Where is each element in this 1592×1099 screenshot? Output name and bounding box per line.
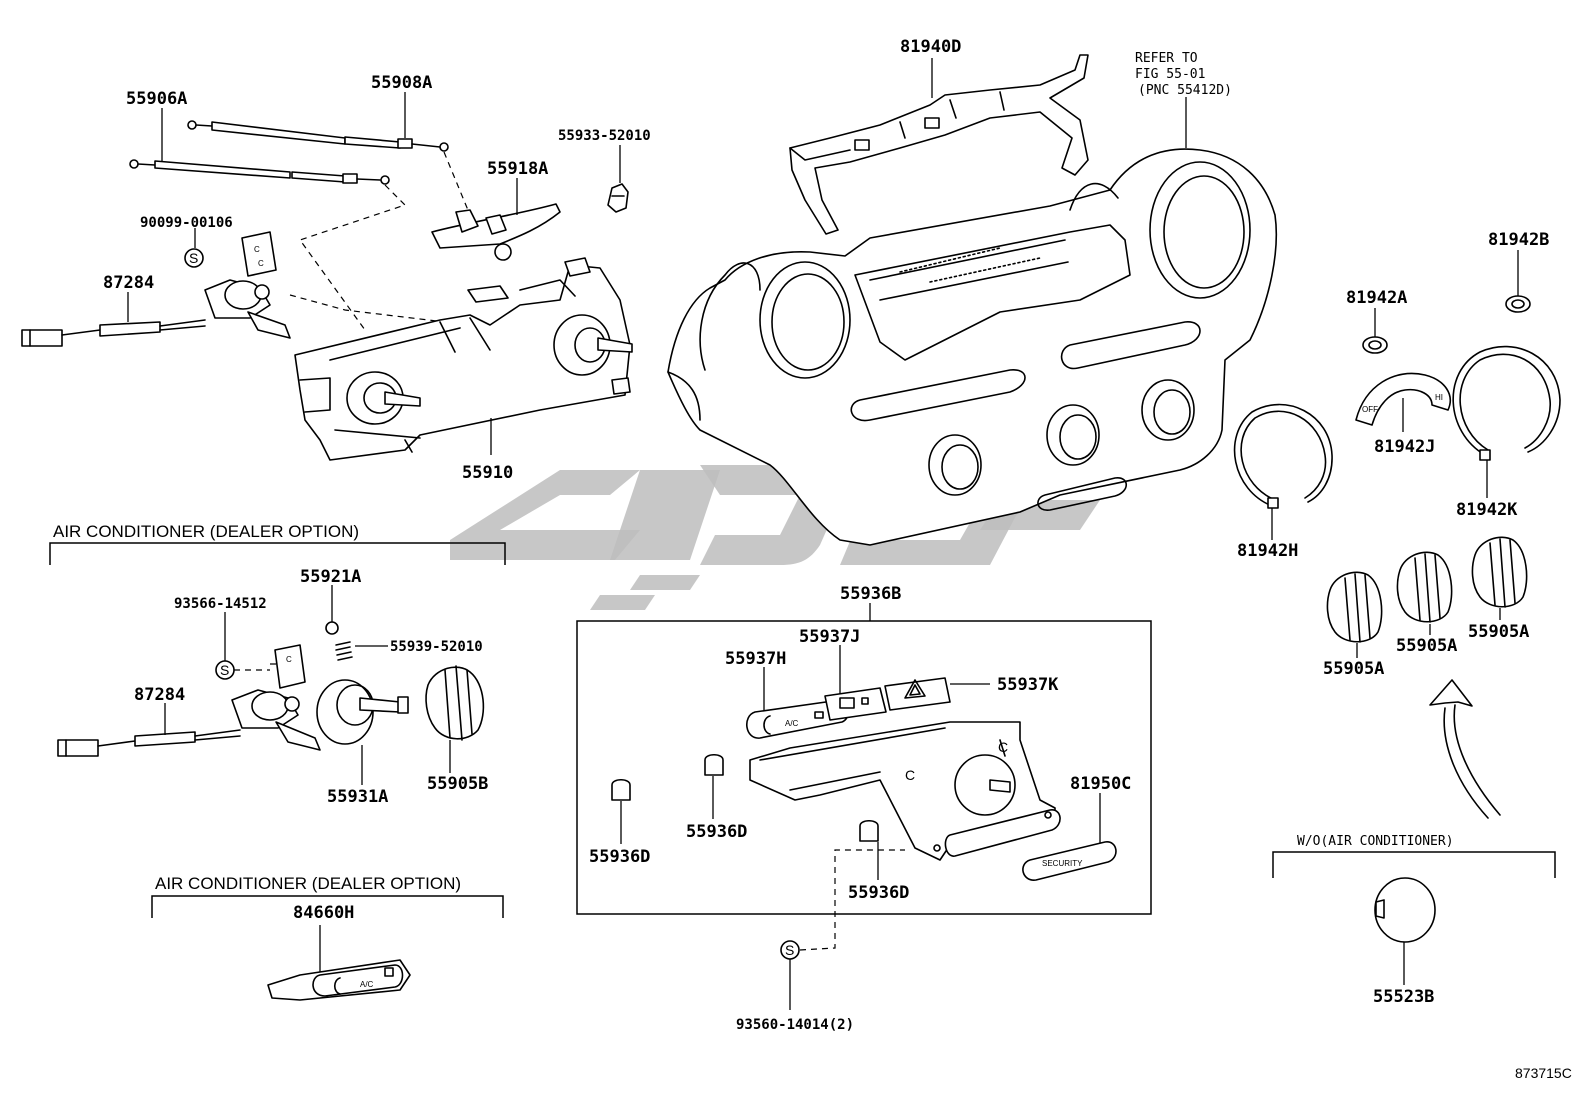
label-81942A: 81942A xyxy=(1346,288,1407,308)
label-55905A-2: 55905A xyxy=(1396,636,1457,656)
label-55905B: 55905B xyxy=(427,774,488,794)
section-bracket-ac2 xyxy=(151,895,504,918)
lever-55918A xyxy=(431,203,561,261)
section-title-wo: W/O(AIR CONDITIONER) xyxy=(1297,834,1454,849)
ball-55921A xyxy=(325,621,339,635)
label-55936D-3: 55936D xyxy=(848,883,909,903)
assembly-box-55936B xyxy=(576,620,1152,915)
knob-55905A-2 xyxy=(1396,551,1453,623)
label-55905A-1: 55905A xyxy=(1323,659,1384,679)
label-81940D: 81940D xyxy=(900,37,961,57)
screw-s-mark: S xyxy=(220,662,229,678)
label-55939-52010: 55939-52010 xyxy=(390,639,483,655)
bracket-c-mark: C xyxy=(254,245,260,254)
switch-55937J xyxy=(824,687,887,721)
bracket-c-mark: C xyxy=(905,767,915,783)
figure-number: 873715C xyxy=(1515,1065,1572,1081)
knob-55905B xyxy=(425,665,485,741)
label-55933-52010: 55933-52010 xyxy=(558,128,651,144)
security-marking: SECURITY xyxy=(1042,859,1083,868)
label-93560-14014: 93560-14014(2) xyxy=(736,1017,854,1033)
label-55910: 55910 xyxy=(462,463,513,483)
refer-text-line3: (PNC 55412D) xyxy=(1138,83,1232,98)
refer-text-line1: REFER TO xyxy=(1135,51,1198,66)
label-81942B: 81942B xyxy=(1488,230,1549,250)
screw-93560: S xyxy=(780,940,800,960)
label-81950C: 81950C xyxy=(1070,774,1131,794)
label-55937J: 55937J xyxy=(799,627,860,647)
nut-81942B xyxy=(1505,295,1531,313)
label-81942K: 81942K xyxy=(1456,500,1518,520)
ring-81942K xyxy=(1452,345,1561,461)
label-55937K: 55937K xyxy=(997,675,1059,695)
knob-55905A-3 xyxy=(1471,536,1528,608)
section-title-ac1: AIR CONDITIONER (DEALER OPTION) xyxy=(53,522,359,541)
cable-55908A xyxy=(187,120,449,152)
label-84660H: 84660H xyxy=(293,903,354,923)
label-81942H: 81942H xyxy=(1237,541,1298,561)
label-55908A: 55908A xyxy=(371,73,432,93)
bracket-81940D xyxy=(789,54,1089,235)
label-90099-00106: 90099-00106 xyxy=(140,215,233,231)
clip-55933 xyxy=(607,183,629,213)
bulb-55936D-1 xyxy=(611,778,631,801)
refer-text-line2: FIG 55-01 xyxy=(1135,67,1205,82)
nut-81942A xyxy=(1362,336,1388,354)
ac-button-marking: A/C xyxy=(785,719,799,728)
bracket-c-mark: C xyxy=(286,655,292,664)
section-title-ac2: AIR CONDITIONER (DEALER OPTION) xyxy=(155,874,461,893)
label-93566-14512: 93566-14512 xyxy=(174,596,267,612)
sensor-87284-bottom: S C xyxy=(57,644,321,757)
spring-55939 xyxy=(335,641,353,661)
bracket-90099: S C C xyxy=(184,231,277,277)
center-bezel xyxy=(667,148,1278,546)
label-55921A: 55921A xyxy=(300,567,361,587)
cap-55523B xyxy=(1374,877,1436,943)
sensor-87284-top xyxy=(21,279,291,347)
label-55931A: 55931A xyxy=(327,787,388,807)
bulb-55936D-2 xyxy=(704,753,724,776)
arrow-icon xyxy=(1429,679,1501,819)
label-87284-bottom: 87284 xyxy=(134,685,185,705)
ring-81942H xyxy=(1233,403,1333,509)
section-bracket-ac1 xyxy=(49,542,506,565)
bulb-55936D-3 xyxy=(859,819,879,842)
ac-switch-84660H: A/C xyxy=(267,959,411,1001)
bracket-c-mark: C xyxy=(998,739,1008,755)
switch-bracket-55936B: C C xyxy=(749,721,1061,861)
potentiometer-55931A xyxy=(316,679,409,745)
screw-s-mark: S xyxy=(785,942,794,958)
label-55936B: 55936B xyxy=(840,584,901,604)
label-87284-top: 87284 xyxy=(103,273,154,293)
label-55936D-1: 55936D xyxy=(589,847,650,867)
security-label-81950C: SECURITY xyxy=(1022,841,1117,881)
hi-marking: HI xyxy=(1435,393,1443,402)
bracket-c-mark: C xyxy=(258,259,264,268)
switch-55937K xyxy=(884,677,951,711)
label-55918A: 55918A xyxy=(487,159,548,179)
label-55523B: 55523B xyxy=(1373,987,1434,1007)
label-55937H: 55937H xyxy=(725,649,786,669)
dial-plate-81942J: OFF HI xyxy=(1355,372,1451,426)
cable-55906A xyxy=(129,159,390,185)
label-55905A-3: 55905A xyxy=(1468,622,1529,642)
label-81942J: 81942J xyxy=(1374,437,1435,457)
label-55936D-2: 55936D xyxy=(686,822,747,842)
label-55906A: 55906A xyxy=(126,89,187,109)
ac-marking: A/C xyxy=(360,980,374,989)
knob-55905A-1 xyxy=(1326,571,1383,643)
control-unit-55910 xyxy=(294,257,633,461)
section-bracket-wo xyxy=(1272,851,1556,878)
screw-s-mark: S xyxy=(189,250,198,266)
off-marking: OFF xyxy=(1362,405,1378,414)
